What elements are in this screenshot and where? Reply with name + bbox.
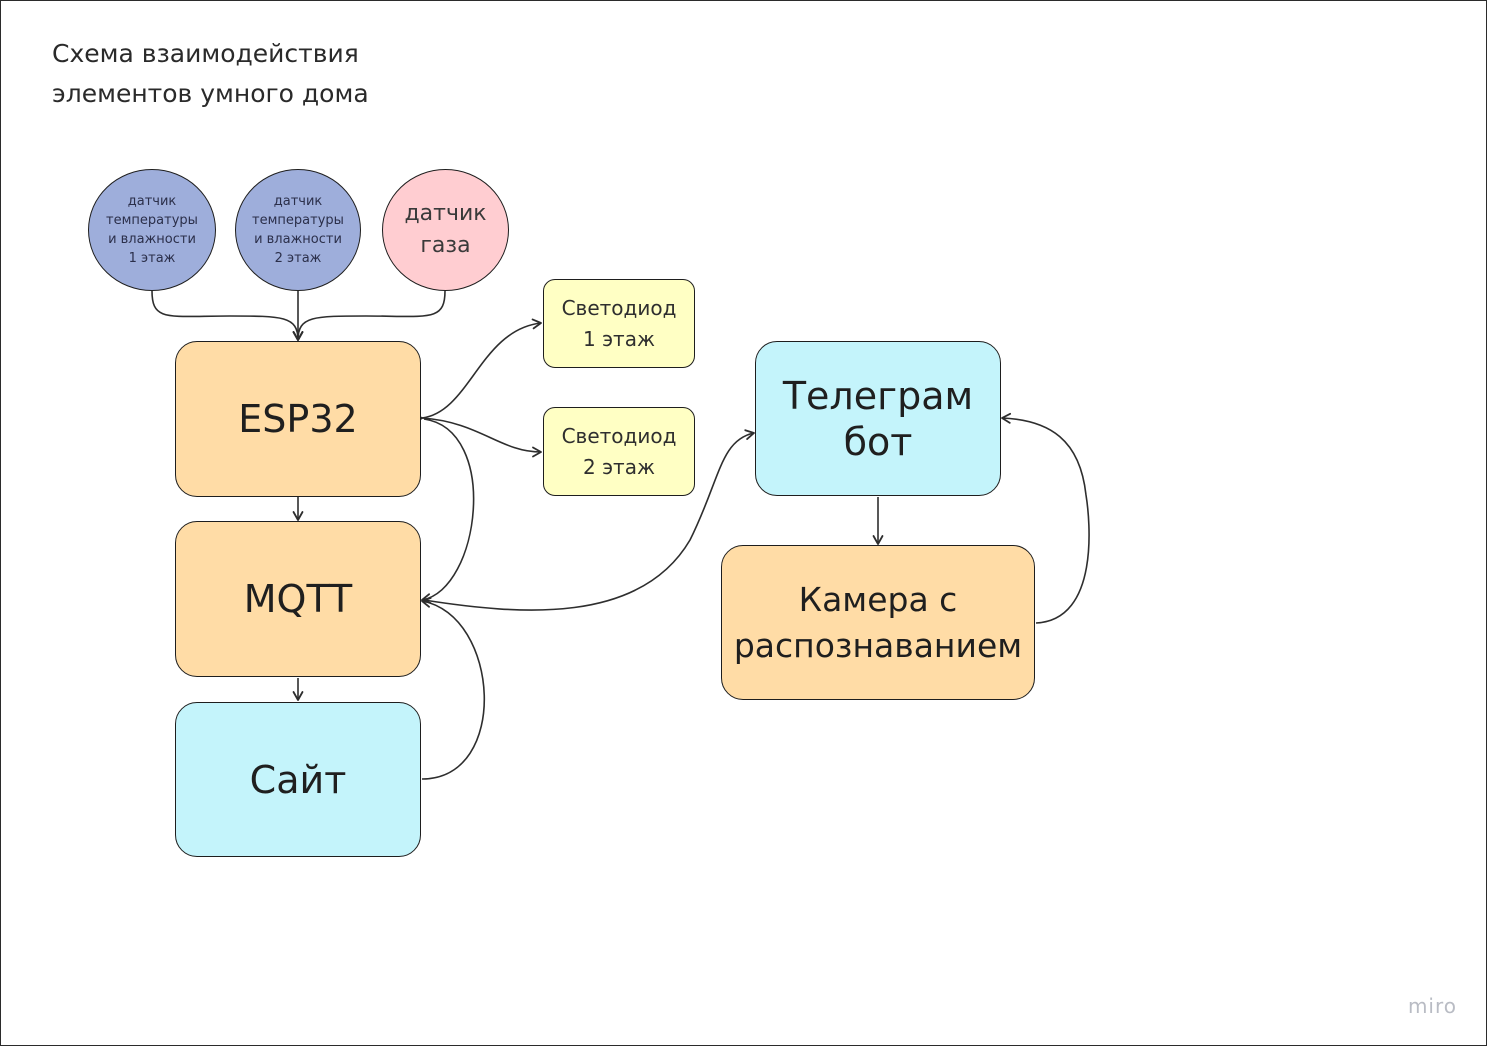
- connector-esp32-mqtt-loop: [421, 418, 475, 604]
- telegram-bot-label: Телеграм бот: [782, 373, 974, 464]
- miro-watermark: miro: [1407, 994, 1457, 1018]
- diagram-title: Схема взаимодействия элементов умного до…: [52, 34, 369, 114]
- led-floor2-label: Светодиод 2 этаж: [561, 423, 677, 479]
- sensor-gas-label: датчик газа: [404, 201, 487, 258]
- telegram-bot-block[interactable]: Телеграм бот: [755, 341, 1001, 496]
- sensor-temp-floor1-label: датчик температуры и влажности 1 этаж: [106, 194, 198, 266]
- mqtt-label: MQTT: [243, 577, 353, 621]
- connector-site-mqtt: [421, 597, 486, 780]
- connector-gas-esp32: [292, 290, 446, 341]
- led-floor1-label: Светодиод 1 этаж: [561, 295, 677, 351]
- site-block[interactable]: Сайт: [175, 702, 421, 857]
- led-floor1[interactable]: Светодиод 1 этаж: [543, 279, 695, 368]
- connector-esp32-led2: [421, 417, 542, 458]
- sensor-temp-floor2[interactable]: датчик температуры и влажности 2 этаж: [235, 169, 361, 291]
- connector-mqtt-telegram: [423, 429, 755, 611]
- connector-esp32-led1: [412, 318, 542, 425]
- title-line-2: элементов умного дома: [52, 79, 369, 108]
- esp32-label: ESP32: [238, 397, 358, 441]
- camera-label: Камера с распознаванием: [733, 579, 1023, 665]
- title-line-1: Схема взаимодействия: [52, 39, 359, 68]
- site-label: Сайт: [249, 757, 347, 802]
- mqtt-block[interactable]: MQTT: [175, 521, 421, 677]
- connector-sensor1-esp32: [151, 290, 304, 341]
- esp32-block[interactable]: ESP32: [175, 341, 421, 497]
- led-floor2[interactable]: Светодиод 2 этаж: [543, 407, 695, 496]
- sensor-temp-floor2-label: датчик температуры и влажности 2 этаж: [252, 194, 344, 266]
- connector-camera-telegram: [1001, 412, 1090, 624]
- camera-block[interactable]: Камера с распознаванием: [721, 545, 1035, 700]
- sensor-temp-floor1[interactable]: датчик температуры и влажности 1 этаж: [88, 169, 216, 291]
- sensor-gas[interactable]: датчик газа: [382, 169, 509, 291]
